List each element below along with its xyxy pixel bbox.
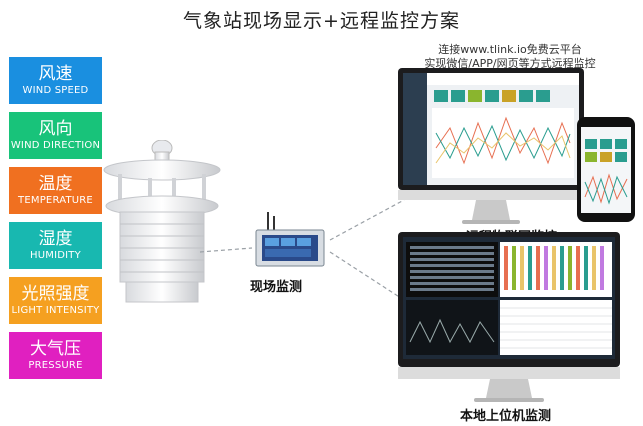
page-title: 气象站现场显示+远程监控方案 <box>183 10 460 32</box>
param-cn: 风向 <box>38 119 73 139</box>
param-cn: 大气压 <box>30 339 81 359</box>
param-cn: 湿度 <box>38 229 73 249</box>
param-en: PRESSURE <box>28 360 83 371</box>
param-cn: 光照强度 <box>21 284 90 304</box>
param-en: TEMPERATURE <box>18 195 93 206</box>
onsite-label: 现场监测 <box>250 280 303 295</box>
remote-note-line2: 实现微信/APP/网页等方式远程监控 <box>424 57 596 70</box>
smartphone <box>577 117 635 222</box>
param-en: LIGHT INTENSITY <box>11 305 100 316</box>
param-cn: 温度 <box>38 174 73 194</box>
param-pressure: 大气压 PRESSURE <box>9 332 102 379</box>
local-label: 本地上位机监测 <box>460 409 552 424</box>
param-temperature: 温度 TEMPERATURE <box>9 167 102 214</box>
parameter-list: 风速 WIND SPEED 风向 WIND DIRECTION 温度 TEMPE… <box>9 57 102 387</box>
param-light-intensity: 光照强度 LIGHT INTENSITY <box>9 277 102 324</box>
remote-note-line1: 连接www.tlink.io免费云平台 <box>438 43 582 56</box>
remote-note: 连接www.tlink.io免费云平台 实现微信/APP/网页等方式远程监控 <box>410 43 610 71</box>
param-en: WIND SPEED <box>22 85 89 96</box>
remote-monitor-computer <box>398 68 584 224</box>
param-cn: 风速 <box>38 64 73 84</box>
local-host-computer <box>398 232 620 402</box>
onsite-monitor-device <box>255 212 325 267</box>
weather-station-illustration <box>103 140 221 303</box>
param-wind-speed: 风速 WIND SPEED <box>9 57 102 104</box>
param-wind-direction: 风向 WIND DIRECTION <box>9 112 102 159</box>
param-en: WIND DIRECTION <box>10 140 101 151</box>
param-humidity: 湿度 HUMIDITY <box>9 222 102 269</box>
param-en: HUMIDITY <box>30 250 81 261</box>
